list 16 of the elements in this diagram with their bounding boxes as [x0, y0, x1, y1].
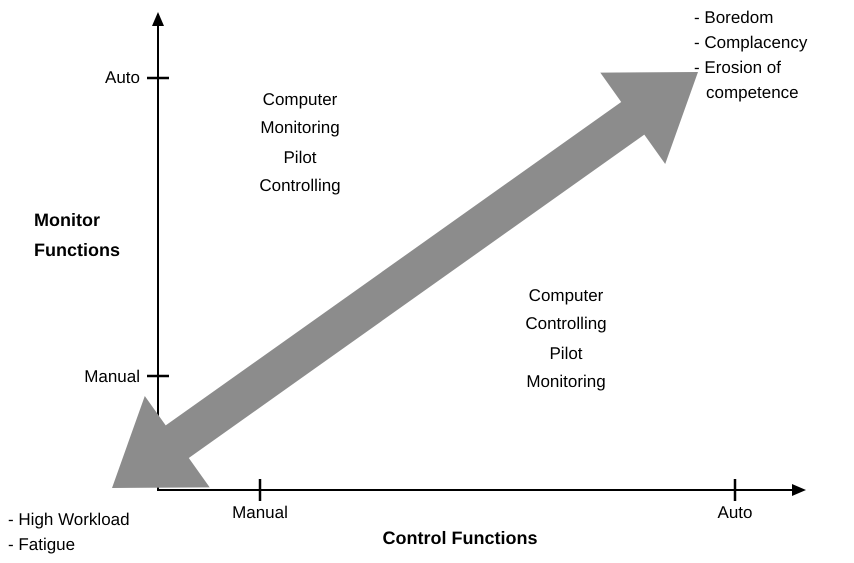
quadrant-label: Pilot Monitoring: [525, 343, 607, 393]
list-item: - Erosion of competence: [694, 57, 800, 104]
axis-tick-label: Auto: [716, 502, 754, 524]
quadrant-label: Pilot Controlling: [258, 147, 342, 197]
axis-tick-label: Manual: [83, 366, 140, 388]
list-item: - Complacency: [694, 32, 808, 54]
axis-title: Control Functions: [382, 527, 538, 550]
list-item: - Fatigue: [8, 534, 76, 556]
quadrant-label: Computer Monitoring: [259, 89, 341, 139]
list-item: - Boredom: [694, 7, 774, 29]
axis-tick-label: Manual: [231, 502, 289, 524]
axis-tick-label: Auto: [104, 67, 140, 89]
quadrant-label: Computer Controlling: [524, 285, 608, 335]
list-item: - High Workload: [8, 509, 131, 531]
double-arrow: [112, 72, 698, 488]
axis-title: Monitor Functions: [34, 209, 121, 262]
